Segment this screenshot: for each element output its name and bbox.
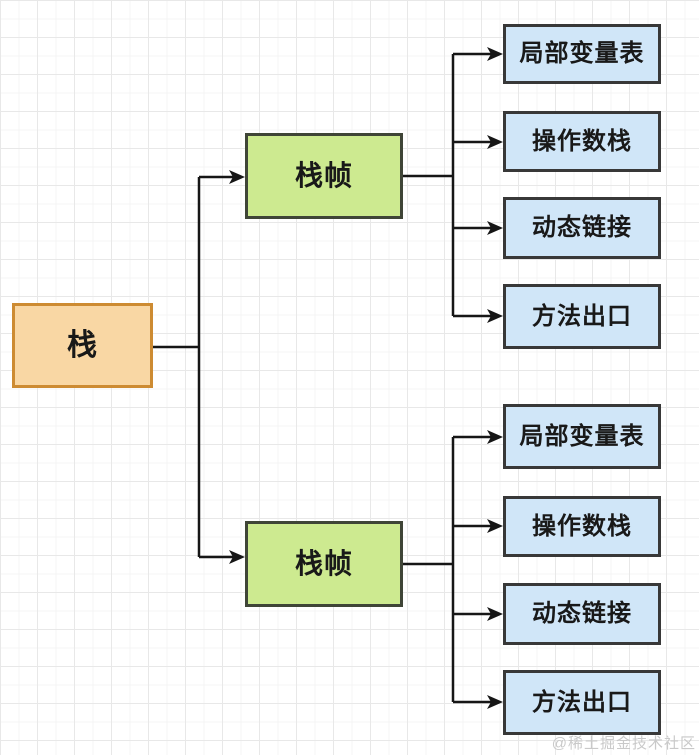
arrowhead-top-child-1 (487, 47, 503, 61)
dynamic-link-node-top: 动态链接 (503, 197, 661, 259)
arrowhead-frame-bottom (229, 550, 245, 564)
arrowhead-bottom-child-3 (487, 607, 503, 621)
arrowhead-top-child-2 (487, 135, 503, 149)
edge-frame-top-trunk (403, 52, 491, 318)
method-exit-node-bottom: 方法出口 (503, 670, 661, 735)
dynamic-link-node-bottom: 动态链接 (503, 583, 661, 645)
stack-frame-bottom-node: 栈帧 (245, 521, 403, 607)
arrowhead-bottom-child-2 (487, 519, 503, 533)
edge-frame-bottom-trunk (403, 435, 491, 704)
arrowhead-frame-top (229, 170, 245, 184)
method-exit-node-top: 方法出口 (503, 284, 661, 349)
arrowhead-bottom-child-4 (487, 695, 503, 709)
arrowhead-top-child-4 (487, 309, 503, 323)
operand-stack-node-bottom: 操作数栈 (503, 496, 661, 557)
edge-stack-trunk (153, 175, 233, 559)
juejin-watermark: @稀土掘金技术社区 (551, 735, 696, 752)
arrowhead-bottom-child-1 (487, 430, 503, 444)
operand-stack-node-top: 操作数栈 (503, 111, 661, 172)
stack-node: 栈 (12, 303, 153, 388)
local-variable-table-node-top: 局部变量表 (503, 24, 661, 84)
arrowhead-top-child-3 (487, 221, 503, 235)
local-variable-table-node-bottom: 局部变量表 (503, 404, 661, 469)
stack-frame-top-node: 栈帧 (245, 133, 403, 219)
